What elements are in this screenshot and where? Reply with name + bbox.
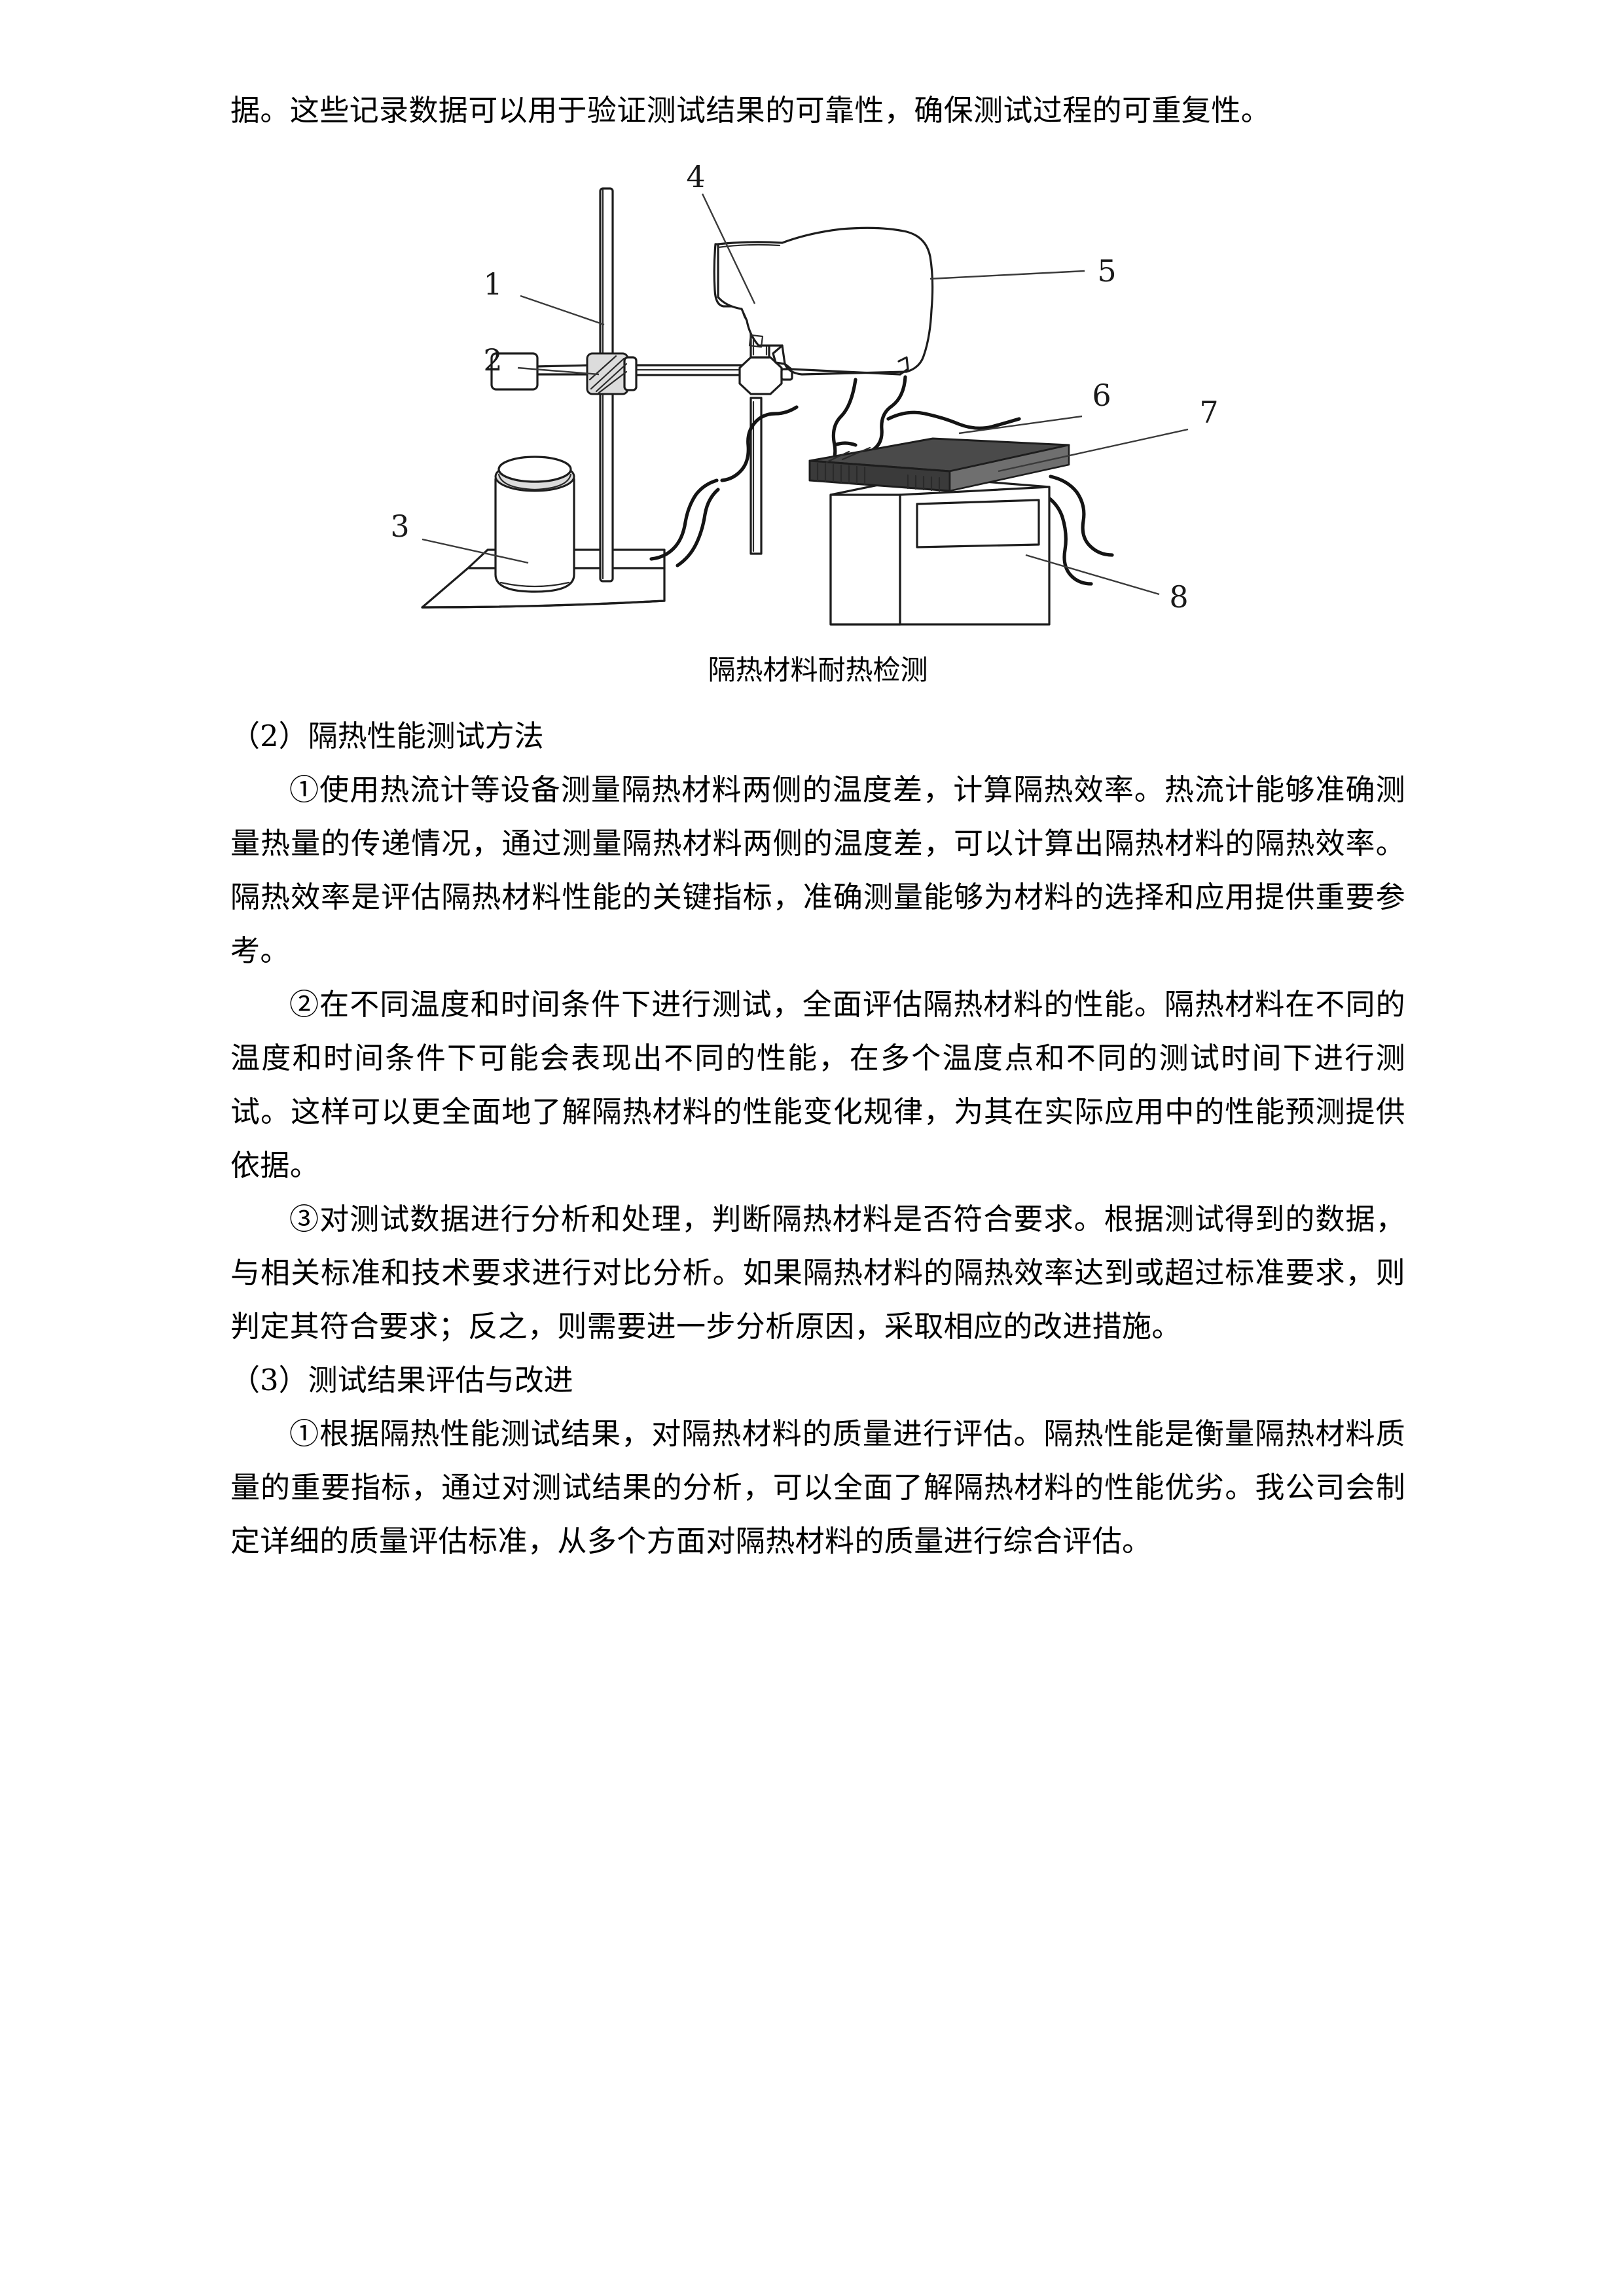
figure-callout-1: 1 [483, 266, 502, 302]
section-heading-3: （3）测试结果评估与改进 [230, 1363, 573, 1397]
figure-callout-leaders [422, 193, 1188, 596]
figure-callout-4: 4 [686, 159, 705, 194]
figure-callout-2: 2 [483, 342, 502, 378]
spacer [230, 690, 1405, 709]
container-beaker [494, 456, 575, 593]
section-heading-2: （2）隔热性能测试方法 [230, 719, 544, 753]
figure-drawing: 1 2 3 4 5 6 7 8 [390, 159, 1218, 626]
figure-callout-5: 5 [1097, 253, 1116, 289]
figure-insulation-heat-test: 1 2 3 4 5 6 7 8 隔热材料耐热检测 [230, 149, 1405, 690]
section-3-paragraph-1: ①根据隔热性能测试结果，对隔热材料的质量进行评估。隔热性能是衡量隔热材料质量的重… [230, 1416, 1405, 1558]
insulation-specimen-plate [808, 437, 1070, 492]
figure-callout-7: 7 [1199, 395, 1218, 430]
thermocouple-wires [649, 375, 1114, 586]
section-2-paragraph-3: ③对测试数据进行分析和处理，判断隔热材料是否符合要求。根据测试得到的数据，与相关… [230, 1202, 1405, 1344]
figure-callout-3: 3 [390, 509, 409, 544]
test-box-enclosure [829, 475, 1051, 626]
stand-left-rod-block [490, 352, 592, 391]
boss-head-clamp [586, 352, 638, 395]
page-content-column: 据。这些记录数据可以用于验证测试结果的可靠性，确保测试过程的可重复性。 [230, 0, 1405, 1568]
section-2-paragraph-2: ②在不同温度和时间条件下进行测试，全面评估隔热材料的性能。隔热材料在不同的温度和… [230, 987, 1405, 1183]
section-2-paragraph-1: ①使用热流计等设备测量隔热材料两侧的温度差，计算隔热效率。热流计能够准确测量热量… [230, 772, 1405, 968]
figure-callout-6: 6 [1092, 378, 1111, 413]
spacer [230, 137, 1405, 149]
heat-gun-body [713, 226, 933, 376]
figure-callout-8: 8 [1169, 579, 1188, 615]
figure-caption: 隔热材料耐热检测 [708, 654, 928, 686]
figure-callout-numbers: 1 2 3 4 5 6 7 8 [390, 159, 1218, 615]
paragraph-continuation: 据。这些记录数据可以用于验证测试结果的可靠性，确保测试过程的可重复性。 [230, 93, 1271, 128]
